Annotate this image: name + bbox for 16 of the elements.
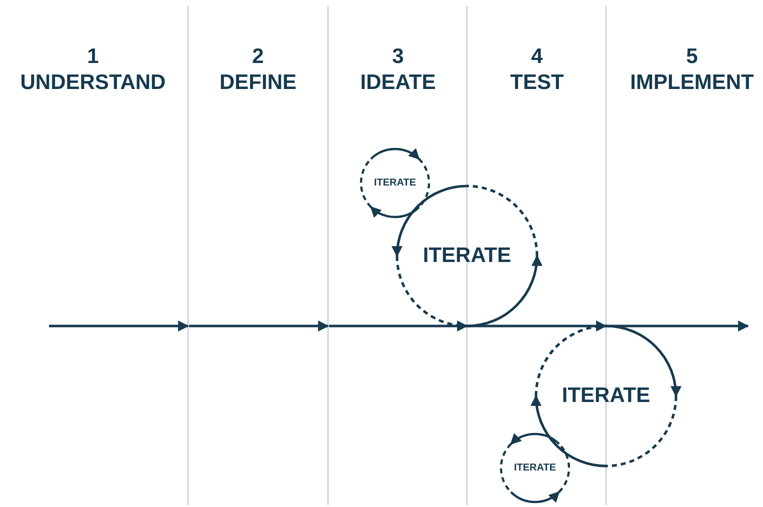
stage-number: 3 xyxy=(392,44,404,70)
stage-title: UNDERSTAND xyxy=(20,70,166,96)
loop-label: ITERATE xyxy=(422,244,512,268)
loop-label: ITERATE xyxy=(372,178,418,188)
timeline-arrow xyxy=(329,320,468,332)
timeline-arrow xyxy=(467,320,608,332)
stage-title: IMPLEMENT xyxy=(630,70,754,96)
stage-number: 4 xyxy=(531,44,543,70)
stage-title: IDEATE xyxy=(360,70,436,96)
stage-title: TEST xyxy=(510,70,564,96)
stage-number: 5 xyxy=(686,44,698,70)
stage-title: DEFINE xyxy=(219,70,296,96)
stage-number: 1 xyxy=(87,44,99,70)
loop-label: ITERATE xyxy=(512,462,558,474)
stage-number: 2 xyxy=(252,44,264,70)
loop-label: ITERATE xyxy=(560,384,652,408)
